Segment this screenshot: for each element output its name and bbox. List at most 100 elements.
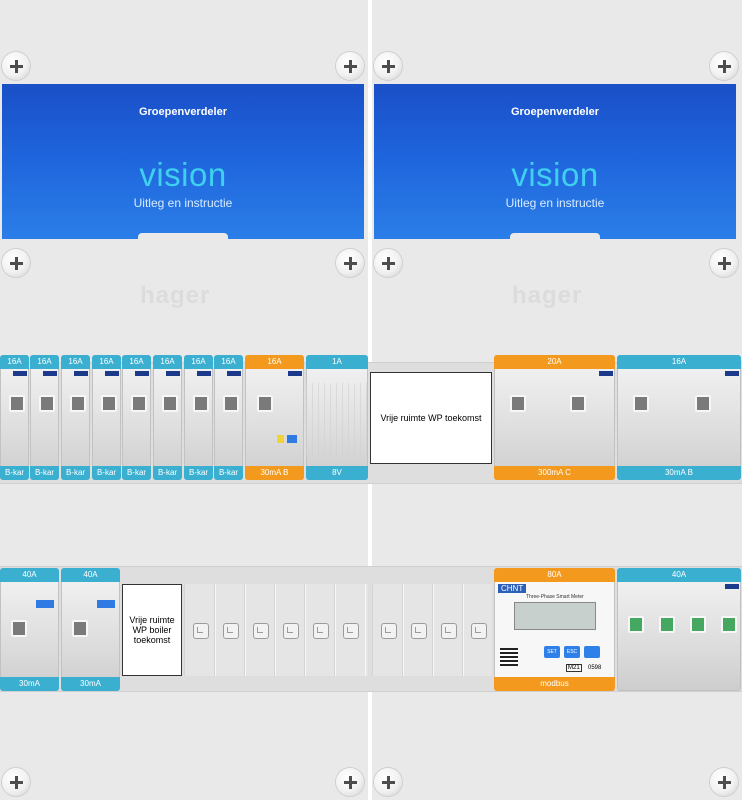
blanking-plate[interactable]	[432, 584, 464, 676]
toggle-handle[interactable]	[192, 395, 209, 412]
screw-icon[interactable]	[336, 249, 364, 277]
blanking-plate[interactable]	[184, 584, 216, 676]
screw-icon[interactable]	[374, 249, 402, 277]
kwh-meter[interactable]: 80A CHNT Three-Phase Smart Meter SET ESC…	[494, 568, 615, 691]
blanking-plate[interactable]	[274, 584, 306, 676]
cover-title: Groepenverdeler	[510, 106, 600, 118]
mcb-3[interactable]: 16A B-kar	[61, 355, 90, 480]
blank-plate-icon	[253, 623, 269, 639]
toggle-handle[interactable]	[222, 395, 239, 412]
screw-icon[interactable]	[336, 768, 364, 796]
hager-logo-icon	[135, 371, 149, 376]
screw-icon[interactable]	[336, 52, 364, 80]
toggle-handle[interactable]	[71, 620, 88, 637]
main-switch-40a[interactable]: 40A	[617, 568, 741, 691]
meter-display	[514, 602, 596, 630]
mcb-1[interactable]: 16A B-kar	[0, 355, 29, 480]
toggle-handle[interactable]	[38, 395, 55, 412]
hager-logo-icon	[43, 371, 57, 376]
mcb-5[interactable]: 16A B-kar	[122, 355, 151, 480]
screw-icon[interactable]	[710, 768, 738, 796]
screw-icon[interactable]	[374, 52, 402, 80]
rating-label: 16A	[245, 355, 304, 369]
set-button[interactable]: SET	[544, 646, 560, 658]
toggle-handle[interactable]	[570, 395, 587, 412]
test-button[interactable]	[36, 600, 54, 608]
blanking-plate[interactable]	[402, 584, 434, 676]
hager-logo-icon	[74, 371, 88, 376]
toggle-handle[interactable]	[130, 395, 147, 412]
esc-button[interactable]: ESC	[564, 646, 580, 658]
screw-icon[interactable]	[2, 249, 30, 277]
toggle-handle[interactable]	[659, 616, 676, 633]
rating-label: 16A	[92, 355, 121, 369]
toggle-handle[interactable]	[256, 395, 273, 412]
group-label: 30mA	[61, 677, 120, 691]
cover-subtitle: Uitleg en instructie	[505, 196, 605, 210]
rating-label: 16A	[153, 355, 182, 369]
test-button[interactable]	[97, 600, 115, 608]
group-label: 30mA B	[617, 466, 741, 480]
arrow-right-icon[interactable]	[584, 646, 600, 658]
screw-icon[interactable]	[374, 768, 402, 796]
blank-plate-icon	[381, 623, 397, 639]
blanking-plate[interactable]	[214, 584, 246, 676]
cover-plate-right: Groepenverdeler vision Uitleg en instruc…	[374, 84, 736, 239]
group-label: modbus	[494, 677, 615, 691]
blanking-plate[interactable]	[244, 584, 276, 676]
toggle-handle[interactable]	[721, 616, 738, 633]
bell-transformer[interactable]: 1A 8V	[306, 355, 368, 480]
cover-subtitle: Uitleg en instructie	[133, 196, 233, 210]
test-indicator	[277, 435, 284, 443]
rating-label: 16A	[30, 355, 59, 369]
screw-icon[interactable]	[710, 52, 738, 80]
mcb-4[interactable]: 16A B-kar	[92, 355, 121, 480]
toggle-handle[interactable]	[509, 395, 526, 412]
screw-icon[interactable]	[2, 768, 30, 796]
toggle-handle[interactable]	[695, 395, 712, 412]
hager-logo-icon	[599, 371, 613, 376]
free-space-wp: Vrije ruimte WP toekomst	[370, 372, 492, 464]
blanking-plate[interactable]	[304, 584, 336, 676]
rcd-300ma[interactable]: 20A 300mA C	[494, 355, 615, 480]
mcb-2[interactable]: 16A B-kar	[30, 355, 59, 480]
rating-label: 16A	[184, 355, 213, 369]
screw-icon[interactable]	[2, 52, 30, 80]
rcbo-30ma[interactable]: 16A 30mA B	[245, 355, 304, 480]
hager-logo-icon	[227, 371, 241, 376]
mcb-6[interactable]: 16A B-kar	[153, 355, 182, 480]
blank-plate-icon	[411, 623, 427, 639]
rating-label: 20A	[494, 355, 615, 369]
toggle-handle[interactable]	[161, 395, 178, 412]
blanking-plate[interactable]	[462, 584, 492, 676]
hager-logo-icon	[166, 371, 180, 376]
group-label: B-kar	[0, 466, 29, 480]
test-button[interactable]	[287, 435, 297, 443]
blanking-plate[interactable]	[334, 584, 366, 676]
blanking-plate[interactable]	[372, 584, 404, 676]
toggle-handle[interactable]	[10, 620, 27, 637]
rcd-40a-1[interactable]: 40A 30mA	[0, 568, 59, 691]
screw-icon[interactable]	[710, 249, 738, 277]
rating-label: 16A	[122, 355, 151, 369]
toggle-handle[interactable]	[69, 395, 86, 412]
mcb-8[interactable]: 16A B-kar	[214, 355, 243, 480]
cover-brand: vision	[511, 156, 599, 193]
toggle-handle[interactable]	[8, 395, 25, 412]
hager-logo-icon	[105, 371, 119, 376]
toggle-handle[interactable]	[690, 616, 707, 633]
label-grid	[306, 383, 368, 456]
rcd-40a-2[interactable]: 40A 30mA	[61, 568, 120, 691]
toggle-handle[interactable]	[100, 395, 117, 412]
rcd-30ma[interactable]: 16A 30mA B	[617, 355, 741, 480]
group-label: B-kar	[30, 466, 59, 480]
blanking-plates-left	[184, 584, 368, 676]
blank-plate-icon	[343, 623, 359, 639]
cover-brand: vision	[139, 156, 227, 193]
toggle-handle[interactable]	[628, 616, 645, 633]
mcb-7[interactable]: 16A B-kar	[184, 355, 213, 480]
group-label: 8V	[306, 466, 368, 480]
toggle-handle[interactable]	[633, 395, 650, 412]
group-label: B-kar	[153, 466, 182, 480]
